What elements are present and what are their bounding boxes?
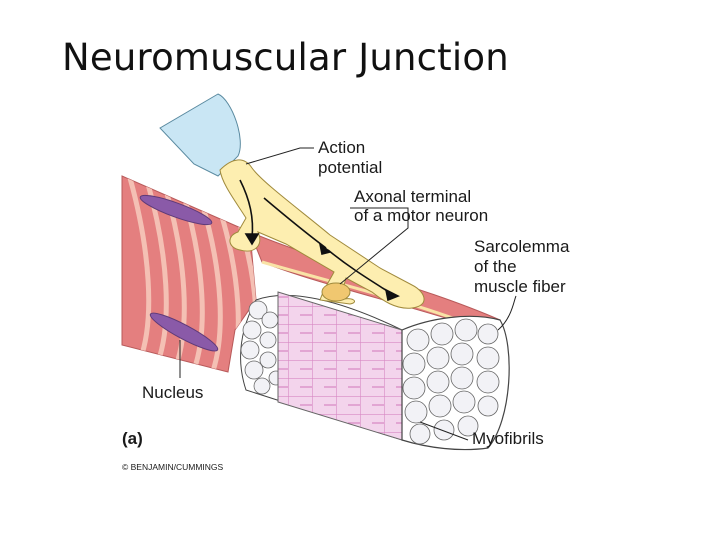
label-axonal-terminal-line2: of a motor neuron xyxy=(354,206,488,225)
muscle-fiber xyxy=(121,175,257,373)
nucleus-top xyxy=(139,194,213,226)
nucleus-bottom xyxy=(149,312,219,352)
copyright-credit: © BENJAMIN/CUMMINGS xyxy=(122,462,224,472)
motor-neuron-axon xyxy=(219,159,425,309)
synaptic-terminal xyxy=(321,282,351,302)
cut-face xyxy=(240,291,510,451)
label-action-potential-line2: potential xyxy=(318,158,382,177)
label-sarcolemma-line1: Sarcolemma xyxy=(474,237,570,256)
label-nucleus: Nucleus xyxy=(142,383,203,402)
myofibril-circles-left xyxy=(240,300,284,395)
label-action-potential-line1: Action xyxy=(318,138,365,157)
label-myofibrils: Myofibrils xyxy=(472,429,544,448)
myofibril-circles-end xyxy=(402,318,500,445)
action-potential-arrows xyxy=(239,179,400,302)
slide-title: Neuromuscular Junction xyxy=(62,36,509,79)
panel-label: (a) xyxy=(122,429,143,448)
label-sarcolemma-line2: of the xyxy=(474,257,517,276)
label-sarcolemma-line3: muscle fiber xyxy=(474,277,566,296)
leader-lines xyxy=(179,147,517,441)
label-axonal-terminal-line1: Axonal terminal xyxy=(354,187,471,206)
